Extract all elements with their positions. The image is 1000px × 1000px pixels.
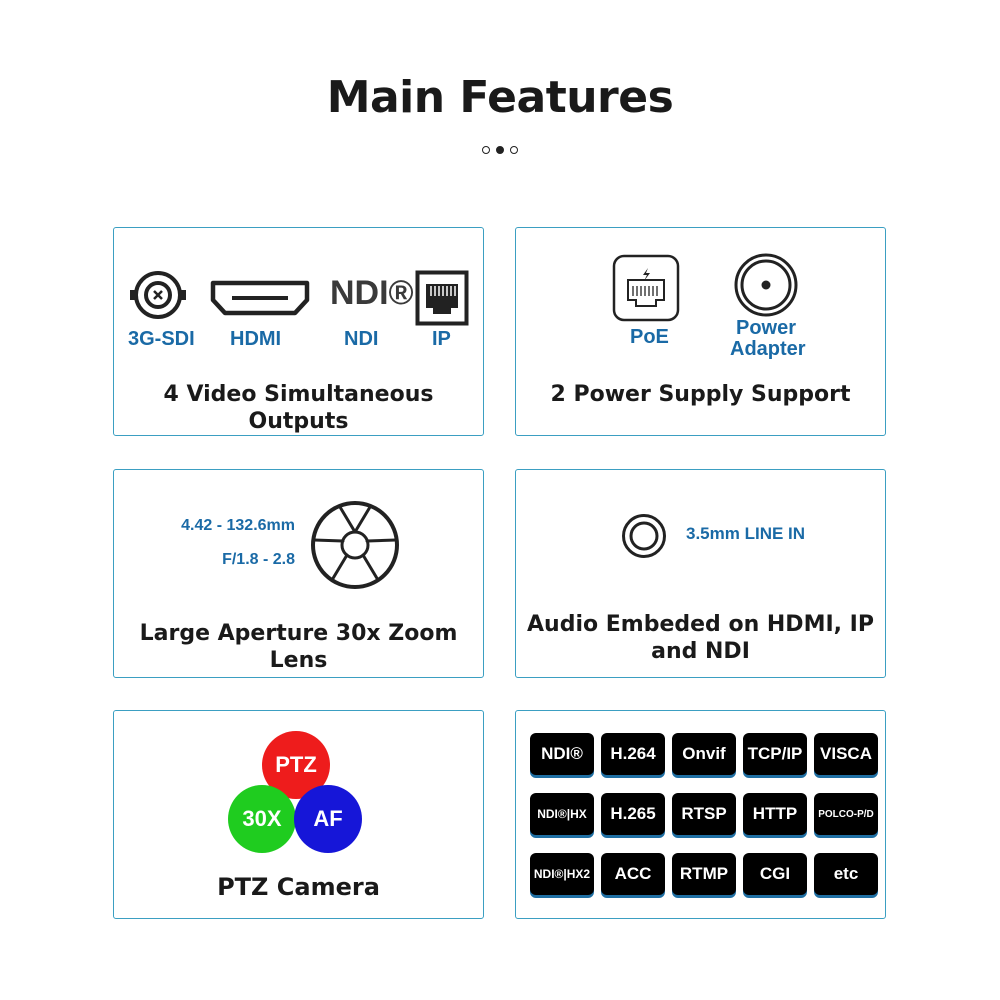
carousel-dot-active[interactable]	[496, 146, 504, 154]
card-caption-line1: Audio Embeded on HDMI, IP	[527, 612, 874, 637]
card-caption: PTZ Camera	[217, 873, 380, 901]
page-title: Main Features	[326, 72, 674, 123]
label-power: Power	[736, 317, 797, 339]
protocol-tags: NDI® H.264 Onvif TCP/IP VISCA NDI®|HX H.…	[530, 733, 878, 895]
poe-port-icon	[612, 254, 680, 322]
protocol-tag: POLCO-P/D	[814, 793, 878, 835]
ethernet-port-icon	[415, 270, 469, 326]
card-caption-line2: and NDI	[651, 639, 750, 664]
protocol-tag: HTTP	[743, 793, 807, 835]
protocol-tag: TCP/IP	[743, 733, 807, 775]
protocol-tag: NDI®|HX2	[530, 853, 594, 895]
line-in-label: 3.5mm LINE IN	[686, 524, 806, 543]
audio-jack-icon	[622, 514, 666, 558]
card-power-supply: PoE Power Adapter 2 Power Supply Support	[515, 227, 886, 436]
label-poe: PoE	[630, 326, 669, 348]
label-3g-sdi: 3G-SDI	[128, 328, 195, 350]
label-hdmi: HDMI	[230, 328, 282, 350]
label-ndi: NDI	[344, 328, 379, 350]
label-adapter: Adapter	[730, 338, 806, 360]
card-video-outputs: NDI® 3G-SDI HDMI NDI IP 4 Video Simultan…	[113, 227, 484, 436]
protocol-tag: Onvif	[672, 733, 736, 775]
protocol-tag: NDI®|HX	[530, 793, 594, 835]
card-audio: 3.5mm LINE IN Audio Embeded on HDMI, IP …	[515, 469, 886, 678]
protocol-tag: NDI®	[530, 733, 594, 775]
power-adapter-jack-icon	[734, 253, 798, 317]
protocol-tag: H.265	[601, 793, 665, 835]
zoom-circle: 30X	[228, 785, 296, 853]
card-caption: 4 Video Simultaneous Outputs	[163, 382, 434, 434]
carousel-dots	[0, 146, 1000, 154]
card-ptz-camera: PTZ 30X AF PTZ Camera	[113, 710, 484, 919]
card-caption: Large Aperture 30x Zoom Lens	[139, 621, 458, 673]
aperture-label: F/1.8 - 2.8	[222, 551, 295, 568]
protocol-tag: ACC	[601, 853, 665, 895]
label-ip: IP	[432, 328, 451, 350]
card-protocols: NDI® H.264 Onvif TCP/IP VISCA NDI®|HX H.…	[515, 710, 886, 919]
af-circle: AF	[294, 785, 362, 853]
card-zoom-lens: 4.42 - 132.6mm F/1.8 - 2.8 Large Apertur…	[113, 469, 484, 678]
hdmi-port-icon	[210, 280, 310, 316]
carousel-dot[interactable]	[510, 146, 518, 154]
focal-length-label: 4.42 - 132.6mm	[181, 517, 295, 534]
protocol-tag: RTMP	[672, 853, 736, 895]
protocol-tag: H.264	[601, 733, 665, 775]
carousel-dot[interactable]	[482, 146, 490, 154]
bnc-connector-icon	[130, 271, 186, 319]
aperture-icon	[311, 501, 399, 589]
protocol-tag: VISCA	[814, 733, 878, 775]
protocol-tag: RTSP	[672, 793, 736, 835]
protocol-tag: etc	[814, 853, 878, 895]
protocol-tag: CGI	[743, 853, 807, 895]
ndi-logo: NDI®	[330, 274, 414, 312]
card-caption: 2 Power Supply Support	[550, 382, 851, 407]
